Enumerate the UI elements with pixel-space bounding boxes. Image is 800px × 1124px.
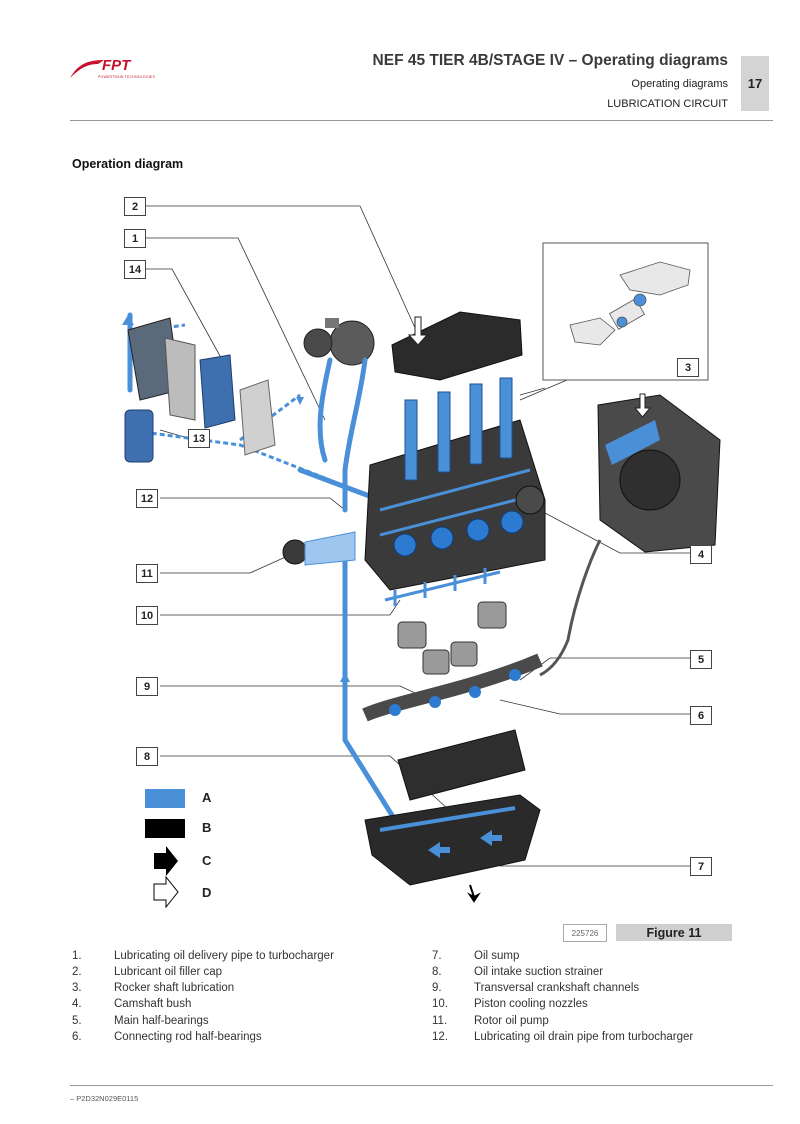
callout-11: 11 [136,564,158,583]
callout-10: 10 [136,606,158,625]
callout-1: 1 [124,229,146,248]
brand-logo: FPT POWERTRAIN TECHNOLOGIES [68,56,158,82]
document-code: – P2D32N029E0115 [70,1094,139,1103]
list-item: 7.Oil sump [432,950,520,962]
legend-key-a: A [202,790,212,805]
page-number: 17 [741,56,769,111]
list-item: 5.Main half-bearings [72,1015,209,1027]
callout-4: 4 [690,545,712,564]
callout-6: 6 [690,706,712,725]
logo-text: FPT [102,57,131,74]
callout-3: 3 [677,358,699,377]
list-item: 3.Rocker shaft lubrication [72,982,235,994]
list-item: 4.Camshaft bush [72,998,192,1010]
header-rule [70,120,773,121]
legend-key-b: B [202,820,212,835]
callout-14: 14 [124,260,146,279]
list-item: 2.Lubricant oil filler cap [72,966,223,978]
figure-label: Figure 11 [616,924,732,941]
callout-2: 2 [124,197,146,216]
legend-key-c: C [202,853,212,868]
callout-5: 5 [690,650,712,669]
list-item: 11.Rotor oil pump [432,1015,549,1027]
callout-8: 8 [136,747,158,766]
section-name: LUBRICATION CIRCUIT [607,98,728,110]
logo-tagline: POWERTRAIN TECHNOLOGIES [98,75,155,79]
list-item: 1.Lubricating oil delivery pipe to turbo… [72,950,334,962]
callout-12: 12 [136,489,158,508]
fpt-swoosh-icon [70,60,104,78]
document-subtitle: Operating diagrams [631,78,728,90]
list-item: 8.Oil intake suction strainer [432,966,604,978]
list-item: 9.Transversal crankshaft channels [432,982,640,994]
callout-13: 13 [188,429,210,448]
list-item: 10.Piston cooling nozzles [432,998,588,1010]
footer-rule [70,1085,773,1086]
section-title: Operation diagram [72,157,184,171]
callout-7: 7 [690,857,712,876]
legend-key-d: D [202,885,212,900]
callout-9: 9 [136,677,158,696]
rocker-arm-detail [569,261,691,346]
document-title: NEF 45 TIER 4B/STAGE IV – Operating diag… [372,52,728,69]
list-item: 12.Lubricating oil drain pipe from turbo… [432,1031,694,1043]
list-item: 6.Connecting rod half-bearings [72,1031,262,1043]
figure-code: 225726 [563,924,607,942]
